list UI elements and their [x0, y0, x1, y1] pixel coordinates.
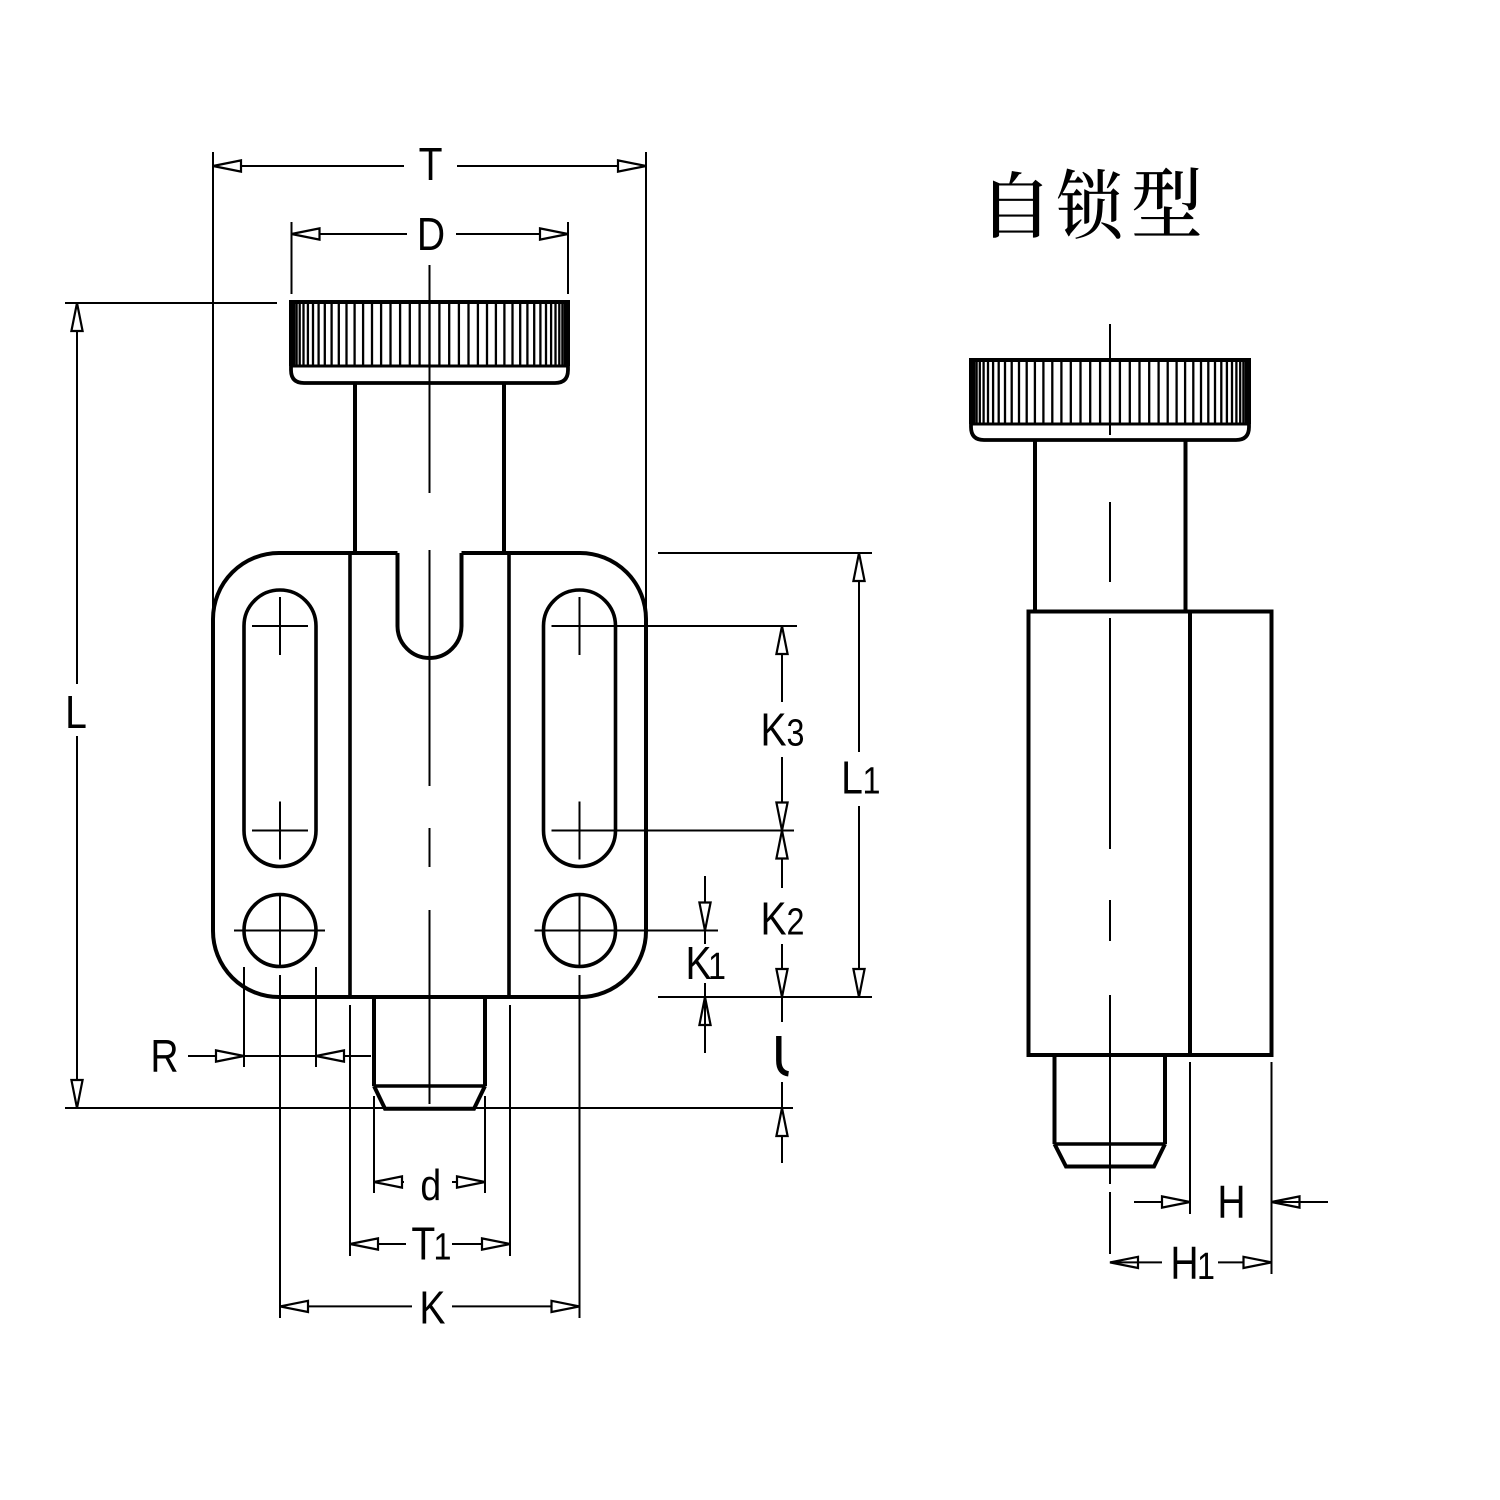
- svg-text:1: 1: [1197, 1246, 1215, 1288]
- svg-text:K: K: [419, 1283, 445, 1335]
- svg-text:3: 3: [787, 712, 805, 754]
- svg-text:T: T: [419, 139, 443, 191]
- svg-text:T: T: [411, 1219, 435, 1271]
- svg-text:K: K: [685, 938, 711, 990]
- svg-text:R: R: [150, 1031, 178, 1083]
- svg-text:D: D: [417, 209, 445, 261]
- svg-text:K: K: [760, 894, 786, 946]
- svg-text:1: 1: [863, 760, 881, 802]
- svg-text:2: 2: [787, 901, 805, 943]
- svg-text:L: L: [841, 753, 863, 805]
- svg-text:K: K: [760, 705, 786, 757]
- svg-text:d: d: [420, 1160, 441, 1210]
- svg-text:L: L: [65, 687, 87, 739]
- svg-text:H: H: [1217, 1177, 1245, 1229]
- svg-text:1: 1: [434, 1226, 452, 1268]
- svg-text:1: 1: [708, 946, 726, 988]
- svg-text:H: H: [1170, 1238, 1198, 1290]
